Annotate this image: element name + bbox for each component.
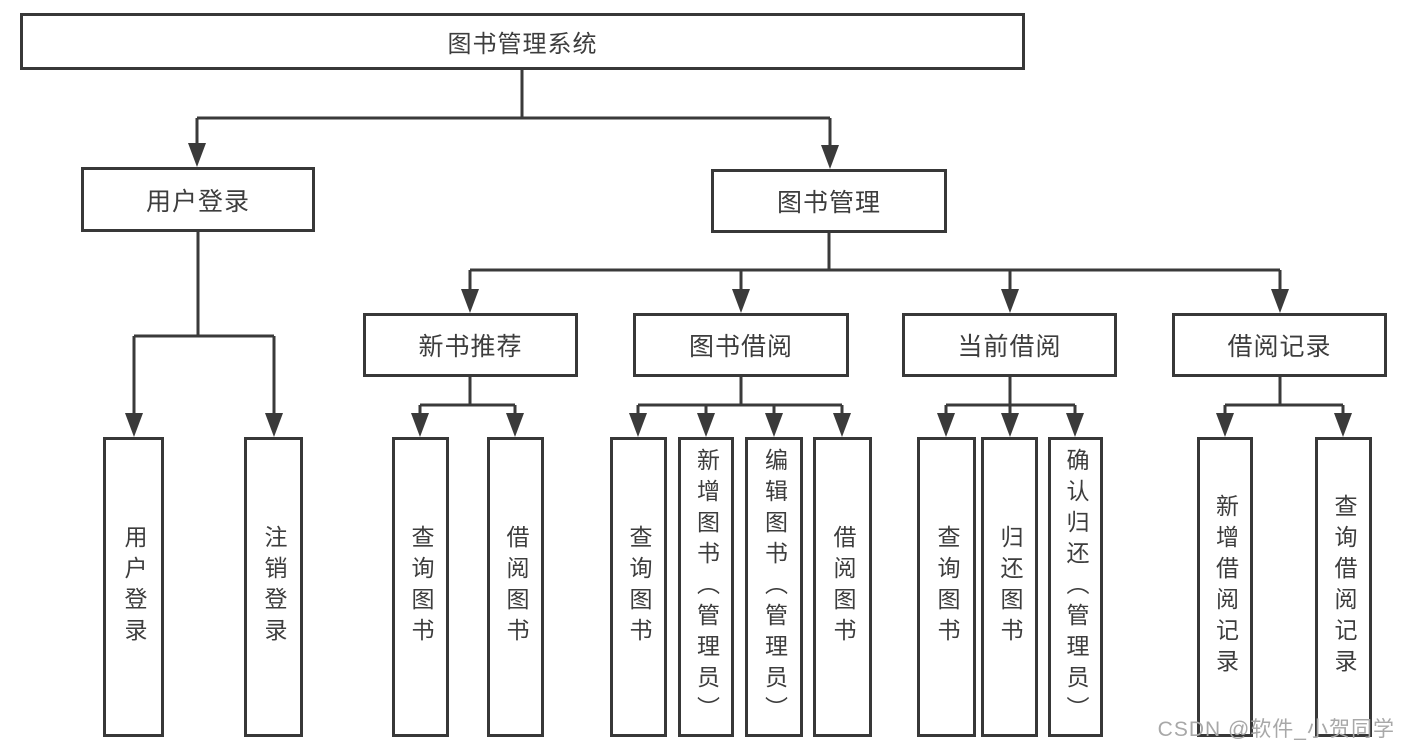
arrow-icon <box>629 413 647 437</box>
node-label: 注销登录 <box>261 525 287 649</box>
arrow-icon <box>461 289 479 313</box>
node-label: 查询图书 <box>934 525 960 649</box>
arrow-icon <box>1216 413 1234 437</box>
arrow-icon <box>265 413 283 437</box>
node-current-borrowing: 当前借阅 <box>902 313 1117 377</box>
arrow-icon <box>125 413 143 437</box>
node-label: 用户登录 <box>145 187 250 216</box>
arrow-icon <box>188 143 206 167</box>
node-borrowing-records: 借阅记录 <box>1172 313 1387 377</box>
node-label: 图书管理 <box>776 189 881 217</box>
node-new-book-recommendation: 新书推荐 <box>363 313 578 377</box>
node-label: 新增借阅记录 <box>1212 494 1239 680</box>
arrow-icon <box>1001 289 1019 313</box>
node-leaf-br-query-record: 查询借阅记录 <box>1315 437 1372 737</box>
node-label: 查询借阅记录 <box>1331 494 1357 680</box>
node-label: 当前借阅 <box>957 333 1062 361</box>
node-book-management: 图书管理 <box>711 169 947 233</box>
arrow-icon <box>937 413 955 437</box>
node-label: 编辑图书（管理员） <box>761 447 788 727</box>
node-label: 借阅记录 <box>1227 333 1332 361</box>
node-label: 借阅图书 <box>503 525 529 649</box>
node-leaf-cb-query-books: 查询图书 <box>917 437 976 737</box>
arrow-icon <box>821 145 839 169</box>
node-label: 图书借阅 <box>688 333 793 361</box>
node-leaf-br-add-record: 新增借阅记录 <box>1197 437 1253 737</box>
node-label: 查询图书 <box>626 525 652 649</box>
node-leaf-rec-borrow-books: 借阅图书 <box>487 437 544 737</box>
node-leaf-logout: 注销登录 <box>244 437 303 737</box>
node-leaf-cb-return-books: 归还图书 <box>981 437 1038 737</box>
arrowheads <box>125 143 1352 437</box>
node-label: 用户登录 <box>121 525 147 649</box>
node-leaf-bb-borrow-books: 借阅图书 <box>813 437 872 737</box>
node-label: 确认归还（管理员） <box>1063 447 1089 727</box>
arrow-icon <box>833 413 851 437</box>
arrow-icon <box>765 413 783 437</box>
node-book-borrowing: 图书借阅 <box>633 313 849 377</box>
node-label: 新增图书（管理员） <box>693 447 720 727</box>
arrow-icon <box>411 413 429 437</box>
node-leaf-rec-query-books: 查询图书 <box>392 437 449 737</box>
arrow-icon <box>697 413 715 437</box>
arrow-icon <box>1334 413 1352 437</box>
node-leaf-user-login: 用户登录 <box>103 437 164 737</box>
arrow-icon <box>1271 289 1289 313</box>
node-label: 图书管理系统 <box>447 31 598 58</box>
connector-lines <box>132 70 1345 432</box>
node-leaf-bb-add-books-admin: 新增图书（管理员） <box>678 437 734 737</box>
node-library-management-system: 图书管理系统 <box>20 13 1025 70</box>
node-label: 借阅图书 <box>830 525 856 649</box>
node-label: 新书推荐 <box>418 333 523 361</box>
node-leaf-cb-confirm-return-admin: 确认归还（管理员） <box>1048 437 1103 737</box>
node-leaf-bb-edit-books-admin: 编辑图书（管理员） <box>745 437 803 737</box>
node-leaf-bb-query-books: 查询图书 <box>610 437 667 737</box>
arrow-icon <box>732 289 750 313</box>
node-label: 归还图书 <box>997 525 1023 649</box>
node-label: 查询图书 <box>408 525 434 649</box>
arrow-icon <box>506 413 524 437</box>
arrow-icon <box>1066 413 1084 437</box>
node-user-login-branch: 用户登录 <box>81 167 315 232</box>
csdn-watermark: CSDN @软件_小贺同学 <box>1157 718 1395 741</box>
arrow-icon <box>1001 413 1019 437</box>
